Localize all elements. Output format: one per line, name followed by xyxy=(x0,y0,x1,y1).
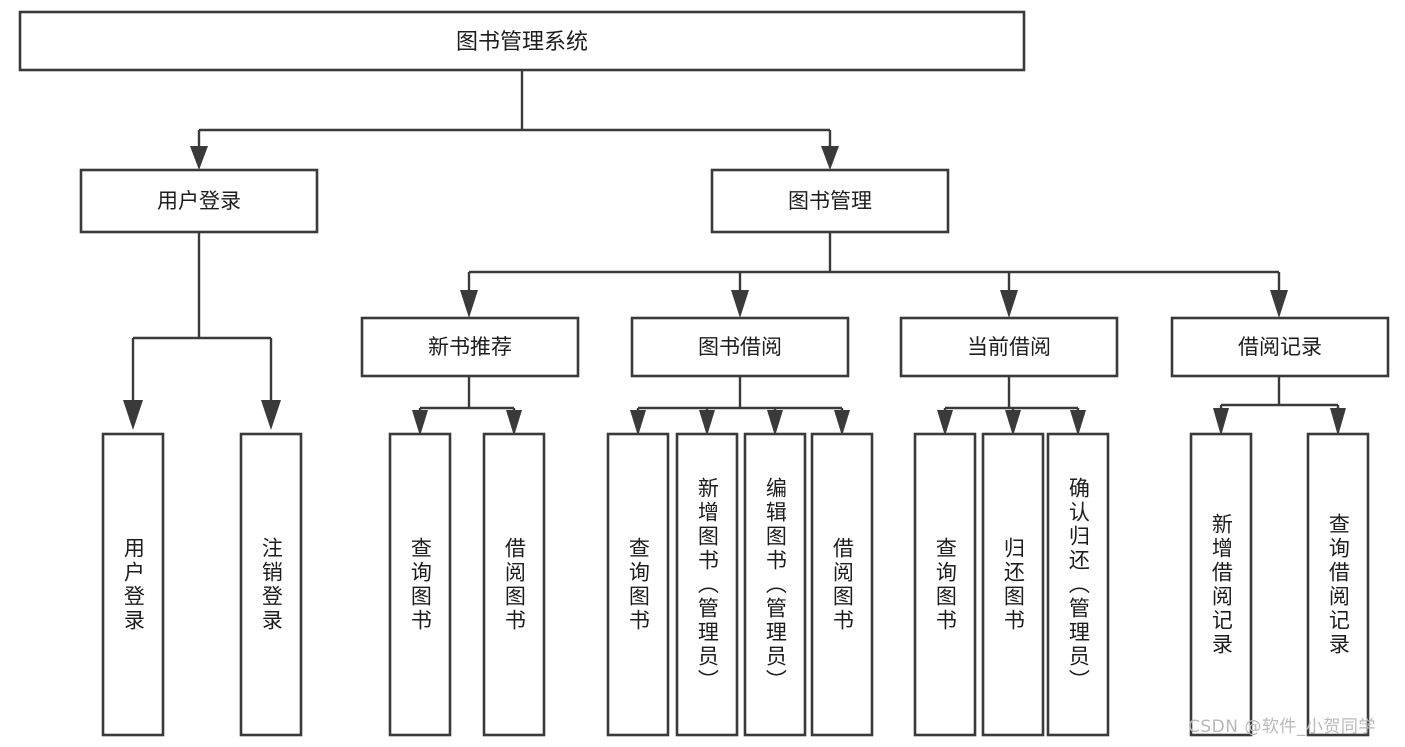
node-current-borrow-box[interactable] xyxy=(899,316,1119,378)
arrowhead-nb-leaf-2 xyxy=(506,410,522,436)
leaf-box-current-borrow-1[interactable] xyxy=(981,432,1045,737)
node-user-login[interactable]: 用户登录 xyxy=(79,168,319,234)
leaf-group-user-login xyxy=(101,432,303,737)
leaf-box-book-borrow-1[interactable] xyxy=(675,432,739,737)
watermark-text: CSDN @软件_小贺同学 xyxy=(1188,717,1376,737)
node-book-manage-box[interactable] xyxy=(710,168,950,234)
leaf-box-borrow-record-1[interactable] xyxy=(1306,432,1370,737)
leaf-box-book-borrow-3[interactable] xyxy=(810,432,874,737)
arrowhead-br-leaf-2 xyxy=(1330,408,1346,436)
arrowhead-book-manage xyxy=(821,146,839,170)
node-root[interactable]: 图书管理系统 xyxy=(18,10,1026,72)
node-new-book-recommend-label: 新书推荐 xyxy=(428,335,512,359)
leaf-box-current-borrow-2[interactable] xyxy=(1046,432,1110,737)
arrowhead-nb-leaf-1 xyxy=(412,410,428,436)
arrowhead-leaf-user-login xyxy=(123,400,143,430)
leaf-box-current-borrow-0[interactable] xyxy=(913,432,977,737)
arrowhead-cb-leaf-2 xyxy=(1005,410,1021,436)
connectors-new-book-to-leaves xyxy=(412,377,522,436)
node-user-login-label: 用户登录 xyxy=(157,189,241,213)
node-book-borrow-box[interactable] xyxy=(630,316,850,378)
connectors-current-borrow-to-leaves xyxy=(937,377,1086,436)
connectors-book-manage-to-level3 xyxy=(460,232,1288,318)
arrowhead-cb-leaf-1 xyxy=(937,410,953,436)
leaf-group-borrow-record xyxy=(1189,432,1370,737)
node-current-borrow-label: 当前借阅 xyxy=(967,335,1051,359)
node-book-manage-label: 图书管理 xyxy=(788,189,872,213)
node-book-manage[interactable]: 图书管理 xyxy=(710,168,950,234)
node-borrow-record-box[interactable] xyxy=(1170,316,1390,378)
leaf-group-new-book-recommend xyxy=(388,432,546,737)
arrowhead-user-login xyxy=(190,146,208,170)
arrowhead-bb-leaf-2 xyxy=(699,410,715,436)
node-root-label: 图书管理系统 xyxy=(456,30,588,55)
leaf-box-user-login-1[interactable] xyxy=(239,432,303,737)
node-current-borrow[interactable]: 当前借阅 xyxy=(899,316,1119,378)
node-new-book-recommend[interactable]: 新书推荐 xyxy=(360,316,580,378)
node-user-login-box[interactable] xyxy=(79,168,319,234)
arrowhead-new-book xyxy=(460,290,478,318)
connectors-user-login-to-leaves xyxy=(123,232,281,430)
node-book-borrow-label: 图书借阅 xyxy=(698,335,782,359)
arrowhead-bb-leaf-1 xyxy=(630,410,646,436)
arrowhead-borrow-record xyxy=(1270,290,1288,318)
arrowhead-book-borrow xyxy=(731,290,749,318)
node-book-borrow[interactable]: 图书借阅 xyxy=(630,316,850,378)
connectors-borrow-record-to-leaves xyxy=(1213,377,1346,436)
leaf-box-book-borrow-0[interactable] xyxy=(606,432,670,737)
node-new-book-recommend-box[interactable] xyxy=(360,316,580,378)
leaf-box-new-book-1[interactable] xyxy=(482,432,546,737)
arrowhead-leaf-logout xyxy=(261,400,281,430)
node-root-box[interactable] xyxy=(18,10,1026,72)
arrowhead-cb-leaf-3 xyxy=(1070,410,1086,436)
leaf-group-current-borrow xyxy=(913,432,1110,737)
leaf-group-book-borrow xyxy=(606,432,874,737)
connectors-book-borrow-to-leaves xyxy=(630,377,850,436)
node-borrow-record[interactable]: 借阅记录 xyxy=(1170,316,1390,378)
node-borrow-record-label: 借阅记录 xyxy=(1238,335,1322,359)
leaf-box-book-borrow-2[interactable] xyxy=(743,432,807,737)
arrowhead-bb-leaf-4 xyxy=(834,410,850,436)
arrowhead-current-borrow xyxy=(1000,290,1018,318)
arrowhead-br-leaf-1 xyxy=(1213,408,1229,436)
leaf-box-new-book-0[interactable] xyxy=(388,432,452,737)
arrowhead-bb-leaf-3 xyxy=(767,410,783,436)
leaf-box-user-login-0[interactable] xyxy=(101,432,165,737)
leaf-box-borrow-record-0[interactable] xyxy=(1189,432,1253,737)
connectors-root-to-level2 xyxy=(190,70,839,170)
